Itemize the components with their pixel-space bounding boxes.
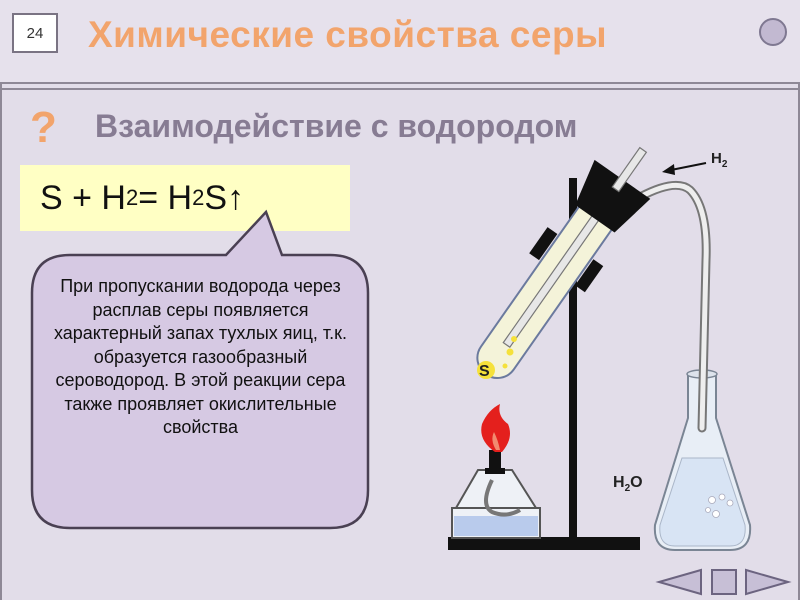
stand-base [448,537,640,550]
water-subscript: 2 [624,483,631,495]
equation-subscript: 2 [125,185,139,210]
header-divider [0,88,800,90]
water-o: O [630,474,643,491]
prev-arrow-icon[interactable] [655,567,705,597]
callout-text: При пропускании водорода через расплав с… [53,276,348,437]
sulfur-drops [477,336,517,379]
equation-part: S + H [40,178,126,217]
stand-rod [569,178,577,544]
slide-number: 24 [12,13,58,53]
question-mark-icon: ? [30,103,57,152]
hydrogen-label: H2 [711,150,727,170]
slide-subtitle: Взаимодействие с водородом [95,108,578,144]
water-h: H [613,474,625,491]
sulfur-label: S [479,363,490,380]
header-bar [0,0,800,84]
right-border [798,82,800,600]
hydrogen-subscript: 2 [721,159,728,170]
equation-subscript: 2 [192,185,205,210]
flame-icon [481,404,510,452]
test-tube [476,146,651,379]
equation-part: S↑ [204,178,245,217]
water-label: H2O [613,474,643,494]
hydrogen-symbol: H [711,150,722,167]
slide-title: Химические свойства серы [88,14,608,55]
left-border [0,82,2,600]
circle-icon[interactable] [759,18,787,46]
equation-part: = H [138,178,193,217]
stop-square-icon[interactable] [710,568,738,596]
spirit-lamp [451,450,541,539]
next-arrow-icon[interactable] [742,567,792,597]
